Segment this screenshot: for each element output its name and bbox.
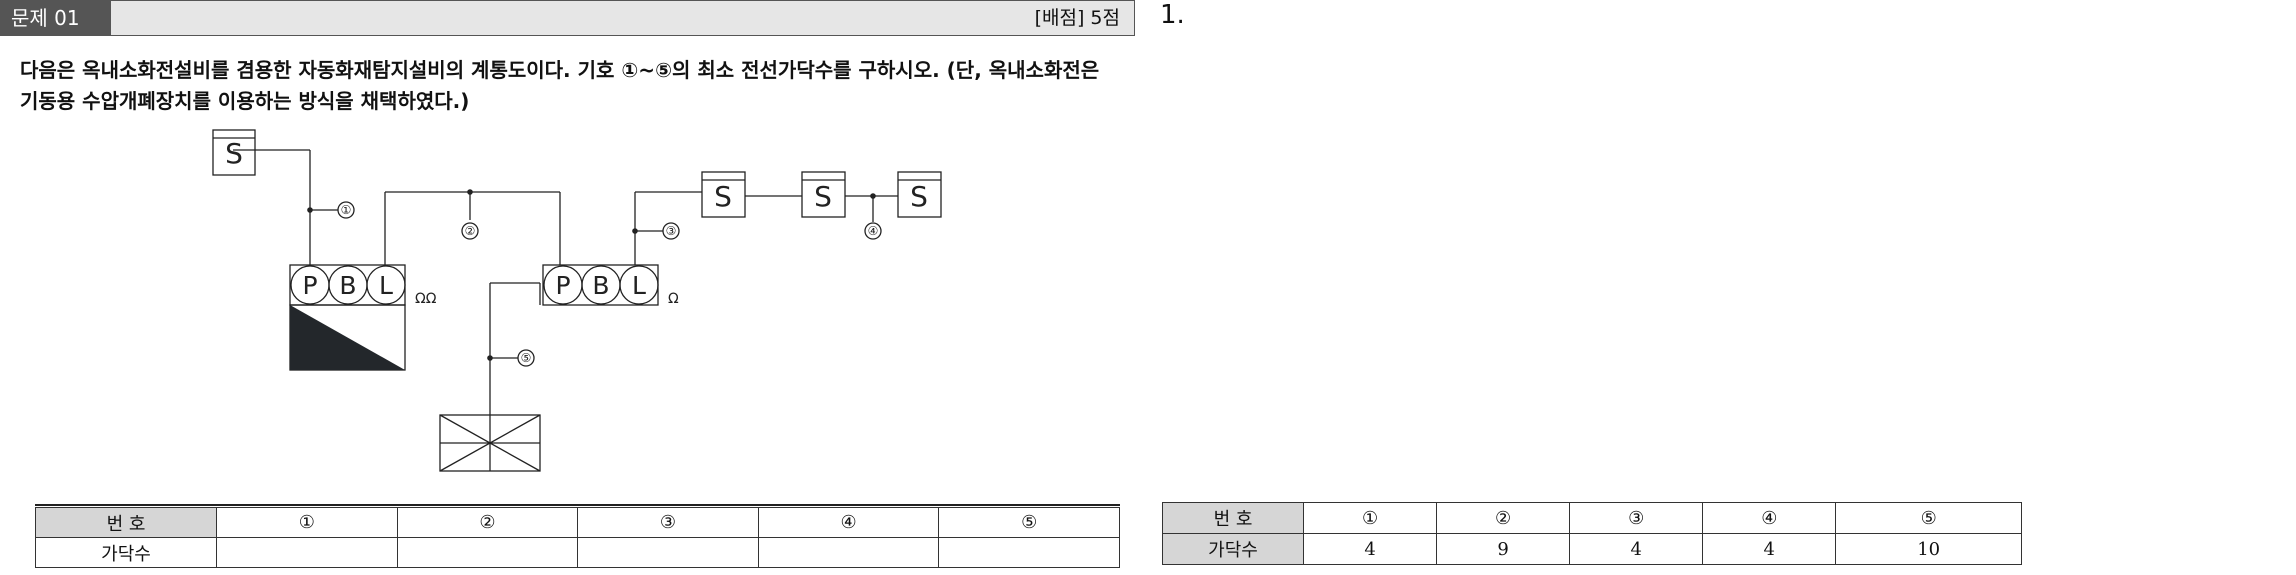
- smoke-detector-1: S: [225, 137, 243, 170]
- answer-table: 번 호 ① ② ③ ④ ⑤ 가닥수 4 9 4 4 10: [1162, 502, 2022, 565]
- question-number: 문제 01: [1, 1, 111, 35]
- box2-omega: Ω: [668, 291, 679, 307]
- question-score: [배점] 5점: [1034, 7, 1120, 29]
- box2-b: B: [592, 271, 609, 300]
- answer-value-4: 4: [1702, 533, 1837, 565]
- answer-column-1: ①: [1302, 502, 1438, 534]
- column-5: ⑤: [938, 507, 1120, 538]
- box1-omega: ΩΩ: [415, 291, 437, 307]
- answer-value-5: 10: [1835, 533, 2022, 565]
- answer-value-2: 9: [1436, 533, 1571, 565]
- table-row: 가닥수 4 9 4 4 10: [1162, 533, 2022, 565]
- table-row: 가닥수: [35, 537, 1120, 568]
- table-row: 번 호 ① ② ③ ④ ⑤: [35, 507, 1120, 538]
- table-top-rule: [35, 504, 1120, 506]
- answer-column-2: ②: [1436, 502, 1571, 534]
- answer-label: 1.: [1160, 0, 1185, 30]
- box1-b: B: [339, 271, 356, 300]
- row-header-count: 가닥수: [35, 537, 217, 568]
- marker-5: ⑤: [521, 351, 532, 365]
- panel-shading: [290, 305, 405, 370]
- answer-cell-2[interactable]: [396, 537, 579, 568]
- smoke-detector-3: S: [814, 180, 832, 213]
- answer-value-1: 4: [1302, 533, 1438, 565]
- table-row: 번 호 ① ② ③ ④ ⑤: [1162, 502, 2022, 534]
- marker-1: ①: [341, 203, 352, 217]
- answer-cell-4[interactable]: [757, 537, 940, 568]
- column-2: ②: [396, 507, 579, 538]
- box1-l: L: [379, 271, 393, 300]
- column-3: ③: [577, 507, 759, 538]
- blank-answer-table: 번 호 ① ② ③ ④ ⑤ 가닥수: [35, 507, 1120, 568]
- smoke-detector-2: S: [714, 180, 732, 213]
- system-diagram: S S S S P B L P B L ΩΩ Ω ① ② ③ ④ ⑤: [212, 129, 942, 472]
- row-header-number: 번 호: [35, 507, 217, 538]
- marker-2: ②: [465, 224, 476, 238]
- question-line-2: 기동용 수압개폐장치를 이용하는 방식을 채택하였다.): [20, 89, 470, 113]
- column-1: ①: [216, 507, 398, 538]
- answer-cell-5[interactable]: [938, 537, 1120, 568]
- answer-cell-3[interactable]: [577, 537, 759, 568]
- box2-p: P: [555, 271, 570, 300]
- answer-column-3: ③: [1569, 502, 1704, 534]
- marker-4: ④: [868, 224, 879, 238]
- answer-column-5: ⑤: [1835, 502, 2022, 534]
- question-text: 다음은 옥내소화전설비를 겸용한 자동화재탐지설비의 계통도이다. 기호 ①~⑤…: [20, 55, 1140, 117]
- answer-column-4: ④: [1702, 502, 1837, 534]
- marker-3: ③: [666, 224, 677, 238]
- column-4: ④: [757, 507, 940, 538]
- question-line-1: 다음은 옥내소화전설비를 겸용한 자동화재탐지설비의 계통도이다. 기호 ①~⑤…: [20, 58, 1100, 82]
- answer-cell-1[interactable]: [216, 537, 398, 568]
- question-header: 문제 01 [배점] 5점: [0, 0, 1135, 36]
- box2-l: L: [632, 271, 646, 300]
- answer-value-3: 4: [1569, 533, 1704, 565]
- smoke-detector-4: S: [910, 180, 928, 213]
- answer-row-header-number: 번 호: [1162, 502, 1304, 534]
- answer-row-header-count: 가닥수: [1162, 533, 1304, 565]
- box1-p: P: [302, 271, 317, 300]
